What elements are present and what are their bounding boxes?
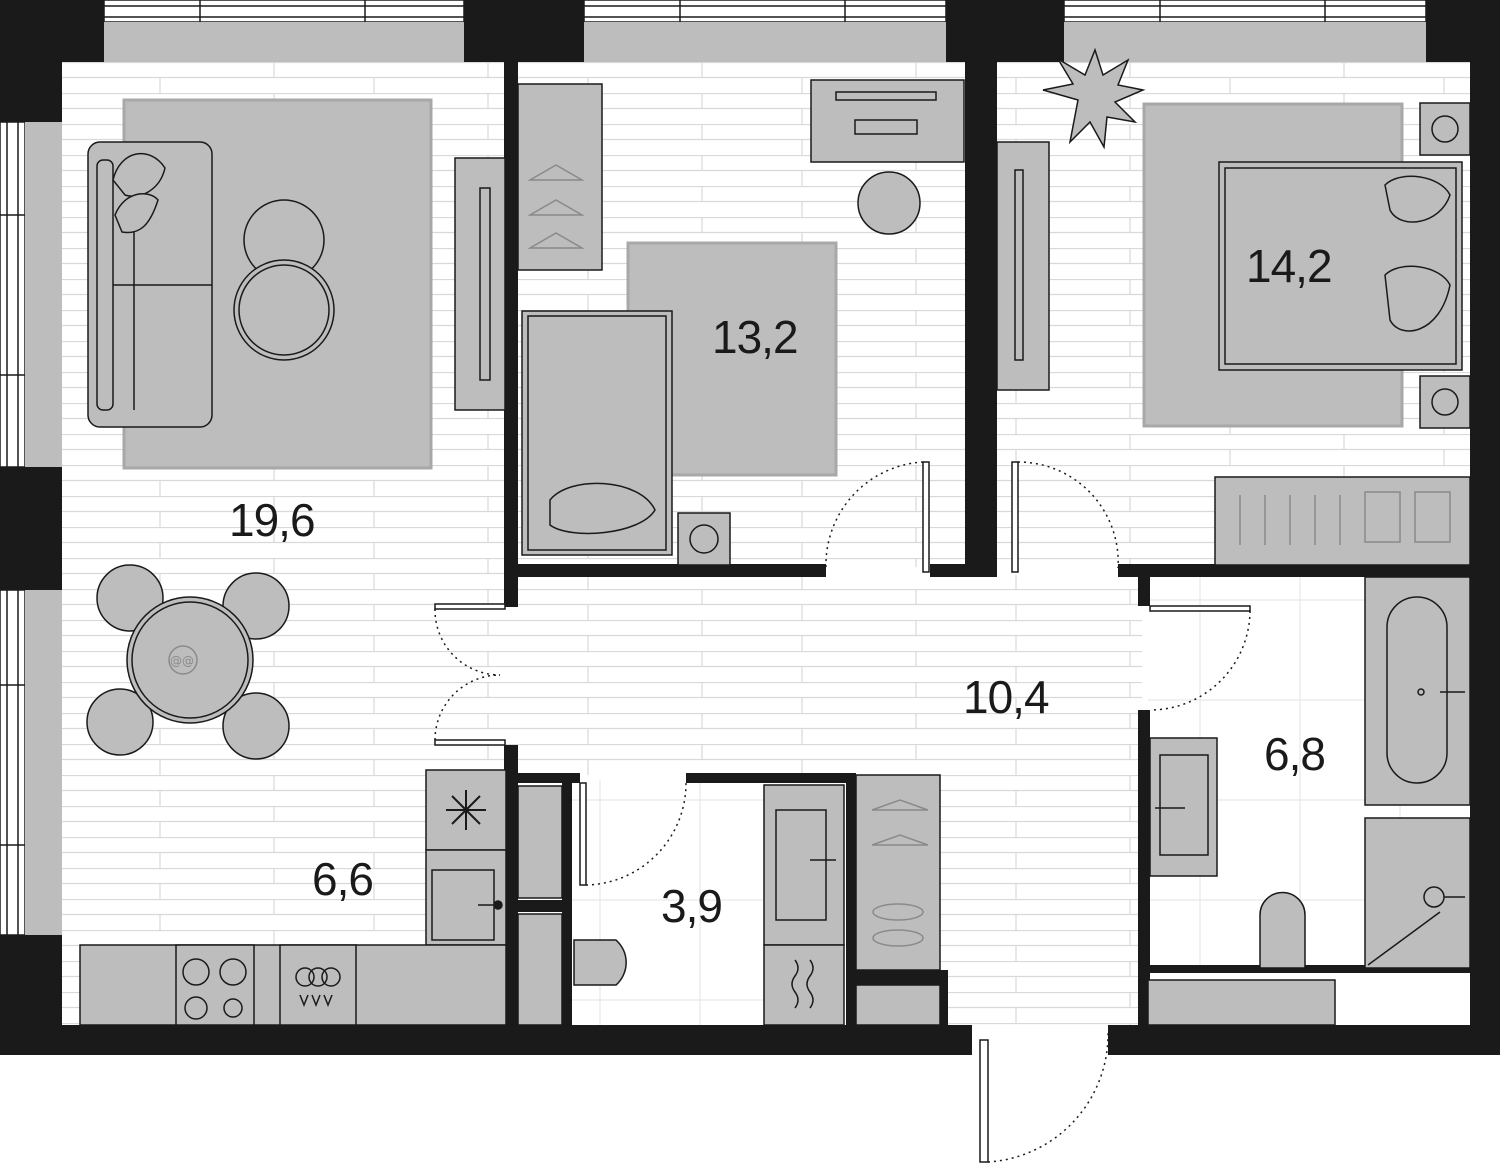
wall-wc-left [562, 773, 572, 1025]
wall-right [1470, 62, 1500, 1055]
windows [0, 0, 1427, 936]
coffee-tables [233, 199, 335, 361]
window-left-lower [0, 589, 62, 936]
wall-living-bedroom [504, 62, 518, 607]
wall-top-left-corner [0, 0, 104, 62]
wall-bottom-left [0, 1025, 972, 1055]
wall-wc-shelf [504, 900, 572, 912]
closet [855, 774, 941, 971]
wc-cabinet-lower [517, 913, 563, 1026]
living-furniture: @@ [86, 98, 506, 760]
svg-text:@@: @@ [170, 654, 194, 668]
dishwasher [279, 944, 357, 1026]
wardrobe [517, 83, 603, 271]
room-area-kitchen: 6,6 [312, 853, 373, 905]
window-left-upper [0, 121, 62, 468]
toilet-icon[interactable] [573, 939, 627, 986]
wc-sink[interactable] [763, 784, 845, 946]
bed-single-frame [527, 315, 667, 551]
hanger-icon [871, 799, 929, 947]
room-area-hallway: 10,4 [963, 671, 1049, 723]
sink-icon [478, 900, 503, 910]
desk-chair [857, 171, 921, 235]
kitchen-furniture [79, 769, 507, 1026]
door-entrance[interactable] [979, 1031, 1109, 1163]
wall-left-mid [0, 467, 62, 590]
wc-furniture [517, 774, 941, 1026]
door-wc[interactable] [579, 782, 687, 886]
wardrobe-hallway [1214, 476, 1471, 566]
wall-bathroom-bottom [1138, 965, 1470, 973]
plant-icon [1042, 47, 1146, 150]
room-area-living: 19,6 [229, 494, 315, 546]
floor-hallway-lower [940, 775, 1140, 1027]
walls [0, 0, 1500, 1055]
dining-set: @@ [86, 564, 290, 760]
bedroom-master-furniture [996, 47, 1471, 566]
wall-bathroom-left-top [1138, 564, 1150, 606]
wall-closet-right [940, 970, 948, 1025]
sofa [87, 141, 213, 428]
shower-icon[interactable] [1364, 817, 1471, 969]
wall-bedroom-master-bottom [1118, 564, 1470, 577]
wall-wc-top-left [504, 773, 580, 783]
bedroom-small-furniture [517, 79, 965, 566]
toilet-icon[interactable] [1259, 891, 1306, 969]
door-living[interactable] [434, 603, 506, 746]
bathroom-furniture [1147, 576, 1471, 1026]
pillows [1384, 175, 1451, 332]
nightstand-small [677, 512, 731, 566]
nightstand-top [1419, 102, 1471, 156]
pillow [549, 482, 656, 535]
wall-top-pier-2 [946, 0, 1064, 62]
window-top-bedroom-small [583, 0, 947, 62]
door-bedroom-master[interactable] [1011, 461, 1119, 573]
stove-icon [175, 944, 255, 1026]
wall-living-kitchen-lower [504, 745, 518, 1025]
wall-bottom-right [1108, 1025, 1500, 1055]
bath-cabinet [1147, 979, 1336, 1026]
snowflake-icon [446, 790, 486, 830]
wc-cabinet-upper [517, 785, 563, 899]
door-bathroom[interactable] [1149, 605, 1251, 711]
wall-top-right-corner [1426, 0, 1500, 62]
window-top-bedroom-master [1063, 0, 1427, 62]
monitor [835, 91, 937, 101]
wall-top-pier-1 [464, 0, 584, 62]
nightstand-bottom [1419, 375, 1471, 429]
closet-shelf [855, 984, 941, 1026]
room-area-bedroom-master: 14,2 [1246, 240, 1332, 292]
window-top-living [103, 0, 465, 62]
wall-bedroom-small-bottom [504, 564, 826, 577]
wall-wc-right [846, 773, 856, 1025]
wall-left-top [0, 62, 62, 122]
tv-unit [454, 157, 506, 411]
hanger-icon [1239, 491, 1451, 545]
wall-wc-top-right [686, 773, 856, 783]
room-area-wc: 3,9 [661, 880, 722, 932]
door-bedroom-small[interactable] [825, 461, 930, 573]
floor-hallway [512, 575, 1142, 775]
wall-closet-bottom [846, 970, 948, 985]
wall-bedroom-small-bottom-stub [930, 564, 997, 577]
room-area-bathroom: 6,8 [1264, 728, 1325, 780]
wall-bedrooms [965, 62, 997, 577]
bath-sink[interactable] [1149, 737, 1218, 877]
wall-bathroom-left [1138, 710, 1150, 1025]
room-labels: 19,6 6,6 13,2 14,2 10,4 6,8 3,9 [229, 240, 1333, 932]
hanger-icon [527, 164, 585, 249]
keyboard [854, 119, 918, 135]
doors [434, 461, 1251, 1163]
room-area-bedroom-small: 13,2 [712, 311, 798, 363]
washing-machine-icon[interactable] [763, 944, 845, 1026]
